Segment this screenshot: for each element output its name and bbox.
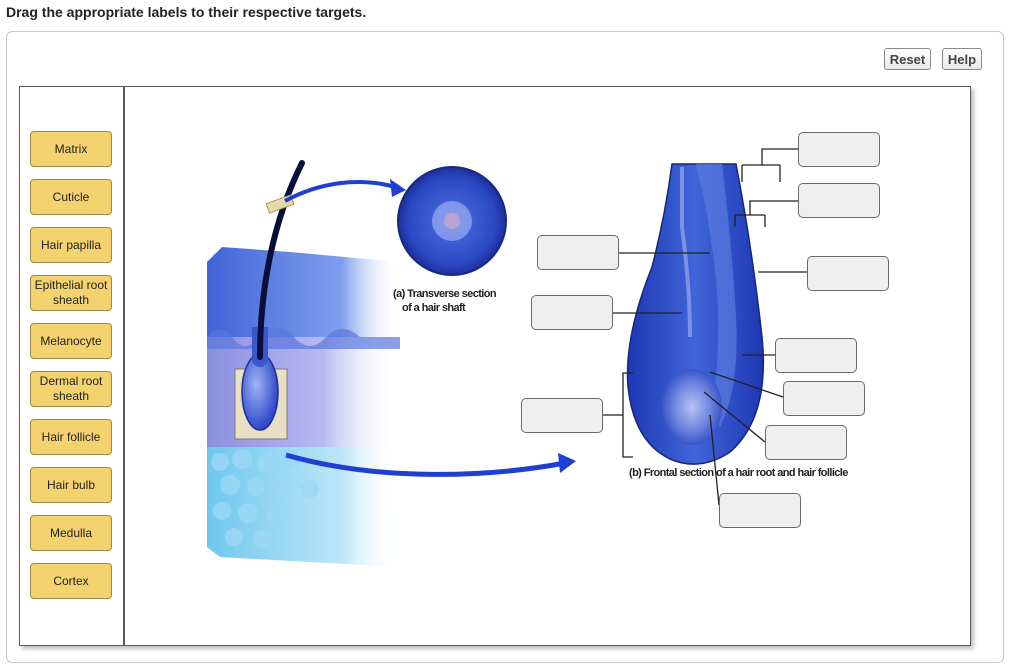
- label-bank-divider: [123, 87, 125, 645]
- label-epithelial-root-sheath[interactable]: Epithelial root sheath: [30, 275, 112, 311]
- label-medulla[interactable]: Medulla: [30, 515, 112, 551]
- label-hair-follicle[interactable]: Hair follicle: [30, 419, 112, 455]
- drag-drop-area: Matrix Cuticle Hair papilla Epithelial r…: [19, 86, 971, 646]
- drop-target-5[interactable]: [531, 295, 613, 330]
- caption-transverse-line1: (a) Transverse section: [393, 288, 497, 300]
- label-dermal-root-sheath[interactable]: Dermal root sheath: [30, 371, 112, 407]
- instruction-text: Drag the appropriate labels to their res…: [6, 4, 367, 20]
- drop-target-9[interactable]: [765, 425, 847, 460]
- drop-target-8[interactable]: [521, 398, 603, 433]
- label-cortex[interactable]: Cortex: [30, 563, 112, 599]
- label-hair-papilla[interactable]: Hair papilla: [30, 227, 112, 263]
- caption-frontal: (b) Frontal section of a hair root and h…: [629, 467, 848, 479]
- drop-target-2[interactable]: [798, 183, 880, 218]
- drop-target-1[interactable]: [798, 132, 880, 167]
- reset-button[interactable]: Reset: [884, 48, 931, 70]
- help-button[interactable]: Help: [942, 48, 982, 70]
- drop-target-4[interactable]: [807, 256, 889, 291]
- label-hair-bulb[interactable]: Hair bulb: [30, 467, 112, 503]
- caption-transverse-line2: of a hair shaft: [402, 302, 466, 314]
- label-matrix[interactable]: Matrix: [30, 131, 112, 167]
- drop-target-10[interactable]: [719, 493, 801, 528]
- drop-target-3[interactable]: [537, 235, 619, 270]
- drop-target-6[interactable]: [775, 338, 857, 373]
- hair-follicle-illustration: [207, 148, 807, 567]
- label-cuticle[interactable]: Cuticle: [30, 179, 112, 215]
- label-melanocyte[interactable]: Melanocyte: [30, 323, 112, 359]
- drop-target-7[interactable]: [783, 381, 865, 416]
